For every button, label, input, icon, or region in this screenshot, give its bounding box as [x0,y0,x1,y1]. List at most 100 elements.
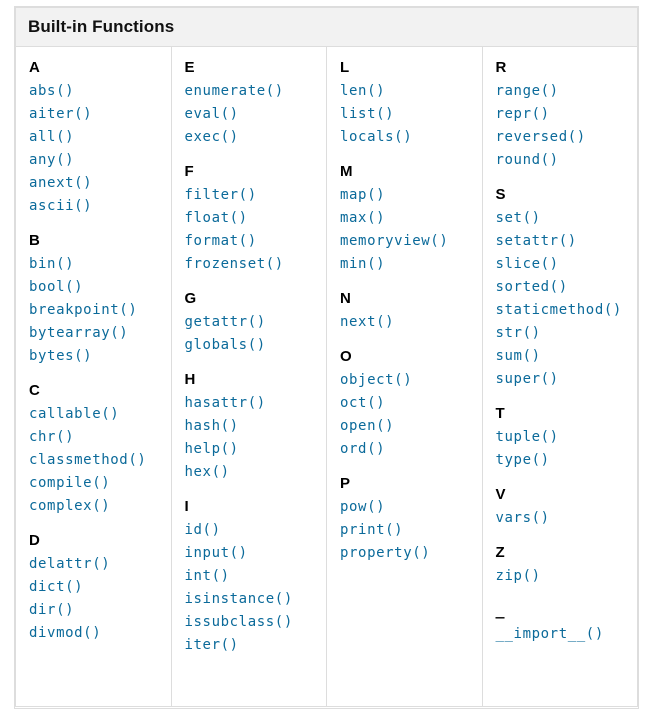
function-link[interactable]: issubclass() [184,614,293,630]
function-link[interactable]: super() [495,371,559,387]
function-link[interactable]: divmod() [29,625,102,641]
function-link[interactable]: input() [184,545,248,561]
function-link[interactable]: staticmethod() [495,302,622,318]
function-link[interactable]: chr() [29,429,75,445]
list-item: range() [496,79,638,102]
function-link[interactable]: str() [495,325,541,341]
function-link[interactable]: next() [340,314,395,330]
function-link[interactable]: dict() [29,579,84,595]
function-link[interactable]: ascii() [29,198,93,214]
group-letter-heading: A [29,59,40,76]
function-link[interactable]: breakpoint() [29,302,138,318]
function-link[interactable]: len() [340,83,386,99]
function-link[interactable]: any() [29,152,75,168]
function-link[interactable]: help() [184,441,239,457]
function-link[interactable]: abs() [29,83,75,99]
function-link[interactable]: hasattr() [184,395,266,411]
function-list: id() input() int() isinstance() issubclass()… [185,518,327,656]
function-list: filter() float() format() frozenset() [185,183,327,275]
function-link[interactable]: zip() [495,568,541,584]
function-link[interactable]: setattr() [495,233,577,249]
function-link[interactable]: callable() [29,406,120,422]
function-link[interactable]: repr() [495,106,550,122]
list-item: reversed() [496,125,638,148]
function-link[interactable]: eval() [184,106,239,122]
function-link[interactable]: iter() [184,637,239,653]
group-letter-heading: Z [495,544,505,561]
function-link[interactable]: range() [495,83,559,99]
list-item: bytearray() [29,321,171,344]
function-link[interactable]: oct() [340,395,386,411]
function-link[interactable]: round() [495,152,559,168]
function-link[interactable]: hex() [184,464,230,480]
function-link[interactable]: bool() [29,279,84,295]
function-link[interactable]: map() [340,187,386,203]
function-list: len() list() locals() [340,79,482,148]
function-list: vars() [496,506,638,529]
function-link[interactable]: hash() [184,418,239,434]
function-link[interactable]: tuple() [495,429,559,445]
function-link[interactable]: memoryview() [340,233,449,249]
list-item: bin() [29,252,171,275]
function-link[interactable]: print() [340,522,404,538]
function-link[interactable]: format() [184,233,257,249]
list-item: input() [185,541,327,564]
function-link[interactable]: sorted() [495,279,568,295]
list-item: compile() [29,471,171,494]
function-link[interactable]: bytearray() [29,325,129,341]
function-link[interactable]: property() [340,545,431,561]
function-link[interactable]: set() [495,210,541,226]
function-list: object() oct() open() ord() [340,368,482,460]
function-link[interactable]: classmethod() [29,452,147,468]
function-link[interactable]: ord() [340,441,386,457]
function-link[interactable]: dir() [29,602,75,618]
function-link[interactable]: bin() [29,256,75,272]
function-link[interactable]: compile() [29,475,111,491]
function-link[interactable]: locals() [340,129,413,145]
function-link[interactable]: object() [340,372,413,388]
function-link[interactable]: list() [340,106,395,122]
function-link[interactable]: delattr() [29,556,111,572]
function-link[interactable]: pow() [340,499,386,515]
list-item: abs() [29,79,171,102]
list-item: sum() [496,344,638,367]
function-link[interactable]: anext() [29,175,93,191]
list-item: repr() [496,102,638,125]
function-link[interactable]: frozenset() [184,256,284,272]
function-link[interactable]: isinstance() [184,591,293,607]
function-list: enumerate() eval() exec() [185,79,327,148]
function-link[interactable]: int() [184,568,230,584]
function-link[interactable]: reversed() [495,129,586,145]
function-link[interactable]: min() [340,256,386,272]
list-item: issubclass() [185,610,327,633]
group-letter-heading: R [495,59,507,76]
function-link[interactable]: getattr() [184,314,266,330]
function-link[interactable]: type() [495,452,550,468]
function-link[interactable]: slice() [495,256,559,272]
function-link[interactable]: filter() [184,187,257,203]
function-link[interactable]: complex() [29,498,111,514]
group-letter-heading: O [340,348,352,365]
function-link[interactable]: float() [184,210,248,226]
function-link[interactable]: all() [29,129,75,145]
function-link[interactable]: globals() [184,337,266,353]
function-link[interactable]: vars() [495,510,550,526]
function-link[interactable]: max() [340,210,386,226]
function-link[interactable]: __import__() [495,626,604,642]
function-link[interactable]: id() [184,522,221,538]
list-item: zip() [496,564,638,587]
group-letter-heading: P [340,475,351,492]
function-link[interactable]: sum() [495,348,541,364]
function-link[interactable]: exec() [184,129,239,145]
function-link[interactable]: enumerate() [184,83,284,99]
function-link[interactable]: aiter() [29,106,93,122]
function-link[interactable]: bytes() [29,348,93,364]
function-link[interactable]: open() [340,418,395,434]
